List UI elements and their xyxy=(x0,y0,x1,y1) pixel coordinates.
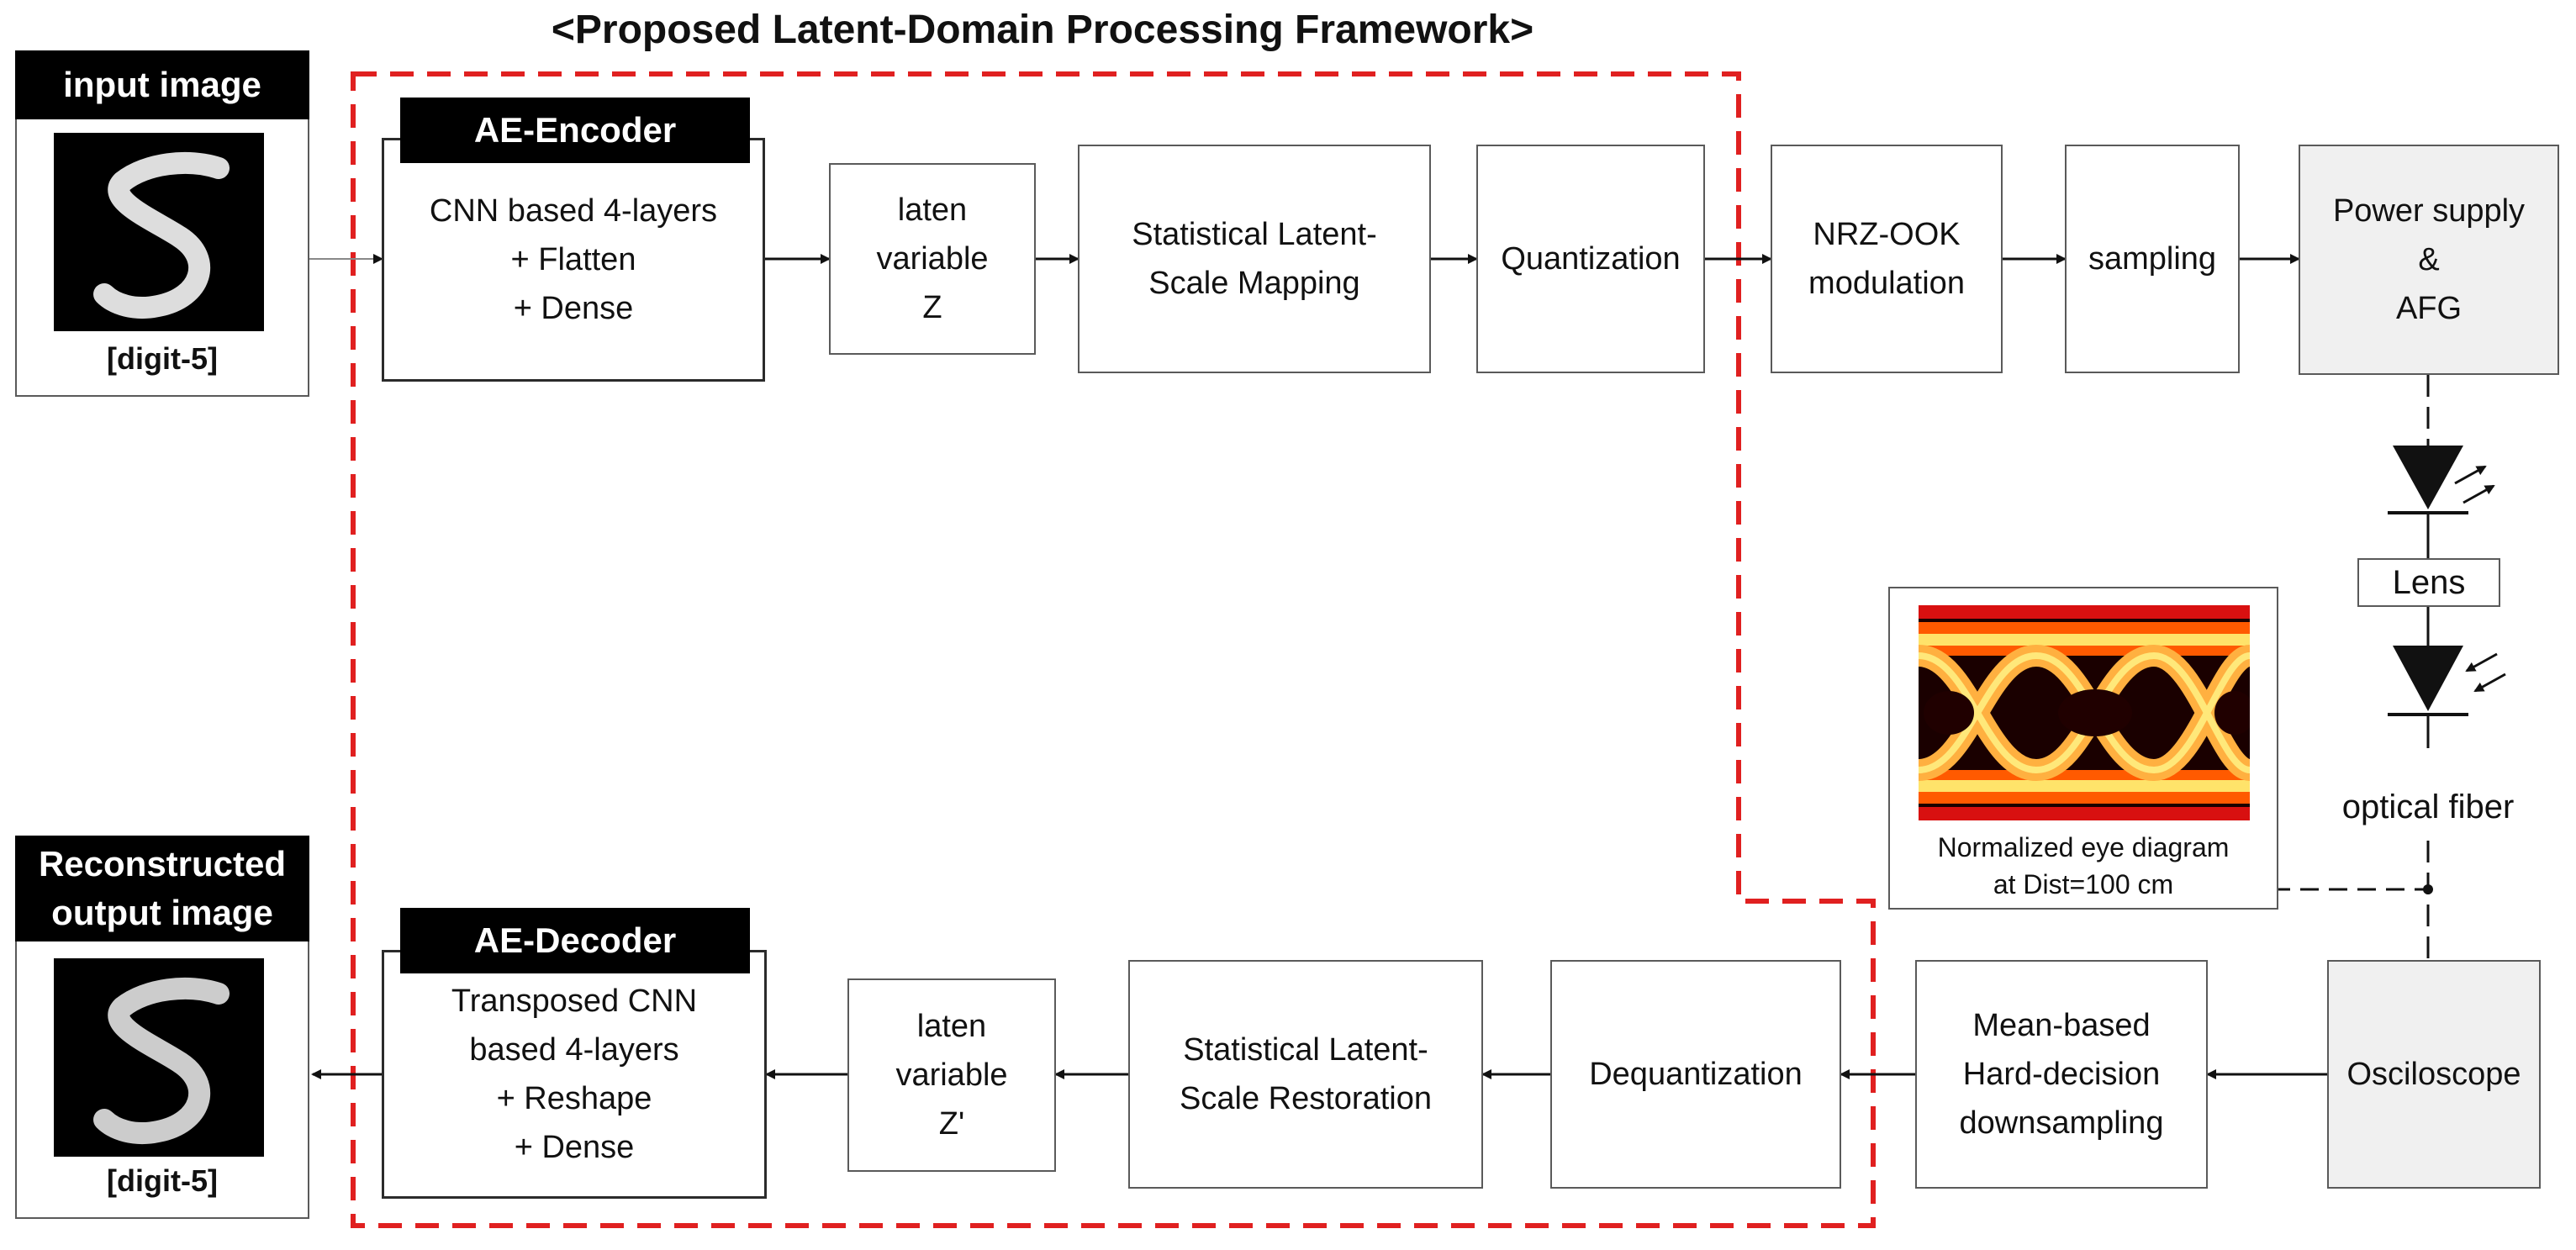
ae-encoder-tag: AE-Encoder xyxy=(400,98,750,163)
led-icon xyxy=(2393,446,2463,509)
ae-decoder-block: Transposed CNN based 4-layers + Reshape … xyxy=(382,950,767,1199)
output-image-header: Reconstructed output image xyxy=(15,836,309,941)
input-image-panel: input image [digit-5] xyxy=(15,50,309,397)
eye-diagram-image xyxy=(1919,605,2250,820)
input-image-header: input image xyxy=(15,50,309,119)
latent-scale-mapping-block: Statistical Latent- Scale Mapping xyxy=(1078,145,1431,373)
digit-five-image xyxy=(54,133,264,331)
diagram-title: <Proposed Latent-Domain Processing Frame… xyxy=(551,8,1534,52)
sampling-block: sampling xyxy=(2065,145,2240,373)
digit-five-reconstructed-image xyxy=(54,958,264,1157)
latent-scale-restoration-block: Statistical Latent- Scale Restoration xyxy=(1128,960,1483,1189)
dequantization-block: Dequantization xyxy=(1550,960,1841,1189)
latent-z-prime-block: laten variable Z' xyxy=(847,978,1056,1172)
framework-boundary xyxy=(351,71,1876,1228)
ae-encoder-block: CNN based 4-layers + Flatten + Dense xyxy=(382,138,765,382)
ae-decoder-tag: AE-Decoder xyxy=(400,908,750,973)
lens-block: Lens xyxy=(2357,558,2500,607)
quantization-block: Quantization xyxy=(1476,145,1705,373)
hard-decision-downsampling-block: Mean-based Hard-decision downsampling xyxy=(1915,960,2208,1189)
eye-diagram-panel: Normalized eye diagram at Dist=100 cm xyxy=(1888,587,2278,910)
eye-diagram-caption: Normalized eye diagram at Dist=100 cm xyxy=(1937,832,2230,899)
power-supply-afg-block: Power supply & AFG xyxy=(2299,145,2559,375)
latent-z-block: laten variable Z xyxy=(829,163,1036,355)
nrz-ook-modulation-block: NRZ-OOK modulation xyxy=(1771,145,2003,373)
input-image-caption: [digit-5] xyxy=(107,341,218,376)
output-image-panel: Reconstructed output image [digit-5] xyxy=(15,836,309,1219)
oscilloscope-block: Osciloscope xyxy=(2327,960,2541,1189)
photodiode-icon xyxy=(2393,646,2463,711)
output-image-caption: [digit-5] xyxy=(107,1163,218,1198)
optical-fiber-label: optical fiber xyxy=(2341,789,2515,825)
